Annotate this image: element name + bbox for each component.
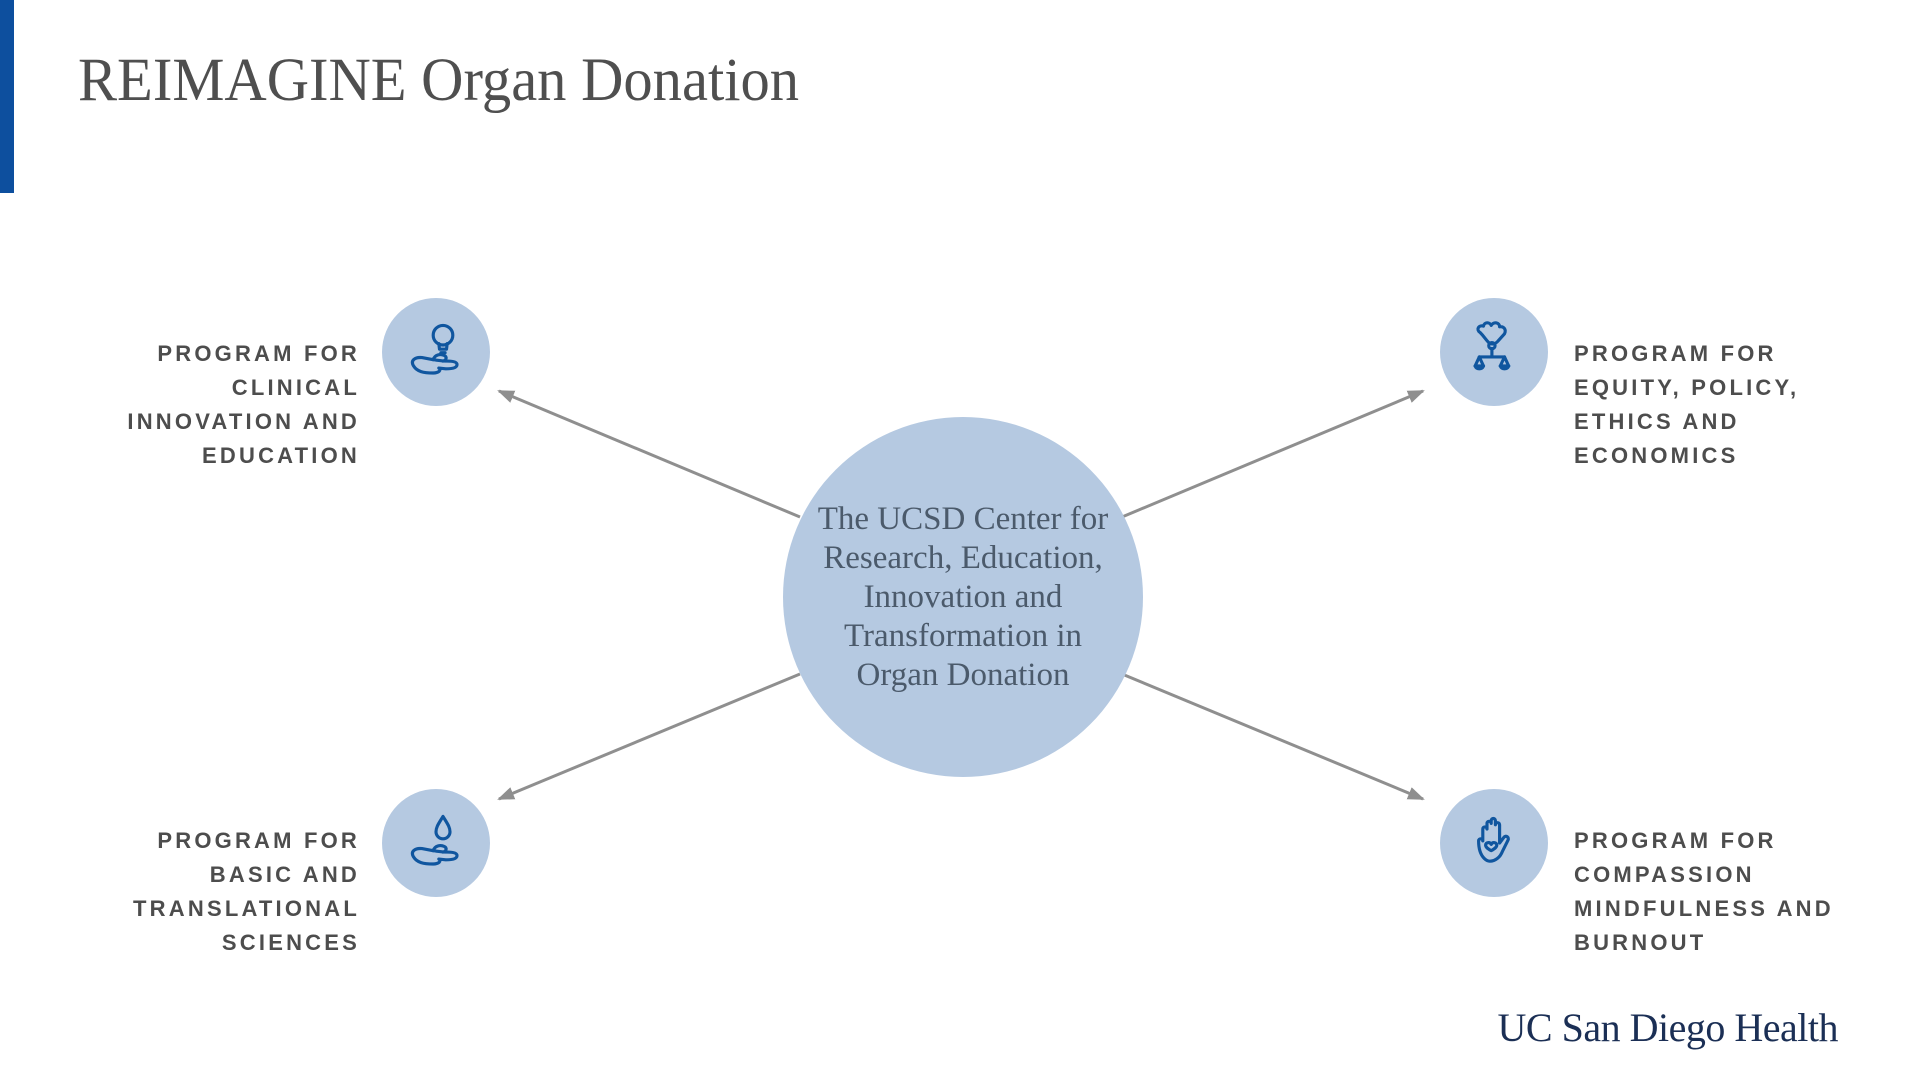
hand-heart-icon [1477,816,1510,863]
program-compassion-label: PROGRAM FOR COMPASSION MINDFULNESS AND B… [1574,824,1834,960]
program-label-line: INNOVATION AND [127,409,360,434]
program-label-line: BASIC AND [209,862,360,887]
arrow-to-equity [1121,389,1425,519]
program-label-line: PROGRAM FOR [157,341,360,366]
center-hub-circle: The UCSD Center for Research, Education,… [783,417,1143,777]
center-hub-line: Organ Donation [856,656,1070,693]
program-label-line: ECONOMICS [1574,443,1739,468]
program-clinical-icon-circle [382,298,490,406]
program-label-line: CLINICAL [231,375,360,400]
arrow-to-clinical [497,389,801,519]
program-basic-sciences-icon-circle [382,789,490,897]
program-label-line: PROGRAM FOR [157,828,360,853]
program-label-line: EDUCATION [202,443,360,468]
center-hub-line: Transformation in [843,617,1083,654]
hand-droplet-icon [410,814,459,866]
center-hub-line: The UCSD Center for [817,500,1109,537]
arrow-to-compassion [1121,672,1425,801]
program-label-line: ETHICS AND [1574,409,1740,434]
arrow-to-basic-sciences [497,672,801,801]
program-label-line: TRANSLATIONAL [133,896,360,921]
program-basic-sciences-label: PROGRAM FOR BASIC AND TRANSLATIONAL SCIE… [133,824,360,960]
program-compassion-icon-circle [1440,789,1548,897]
program-label-line: EQUITY, POLICY, [1574,375,1800,400]
program-label-line: SCIENCES [221,930,360,955]
program-label-line: BURNOUT [1574,930,1707,955]
center-hub-line: Innovation and [863,578,1063,615]
accent-bar [0,0,14,193]
program-label-line: MINDFULNESS AND [1574,896,1834,921]
program-label-line: COMPASSION [1574,862,1755,887]
program-label-line: PROGRAM FOR [1574,828,1777,853]
center-hub-text: The UCSD Center for Research, Education,… [818,500,1109,695]
uc-san-diego-health-logo: UC San Diego Health [1497,1005,1839,1050]
program-equity-label: PROGRAM FOR EQUITY, POLICY, ETHICS AND E… [1574,337,1799,473]
center-hub-line: Research, Education, [823,539,1103,576]
hand-scales-icon [1473,321,1511,371]
program-label-line: PROGRAM FOR [1574,341,1777,366]
hand-lightbulb-icon [410,323,459,375]
program-clinical-label: PROGRAM FOR CLINICAL INNOVATION AND EDUC… [127,337,360,473]
program-equity-icon-circle [1440,298,1548,406]
page-title: REIMAGINE Organ Donation [78,47,800,114]
